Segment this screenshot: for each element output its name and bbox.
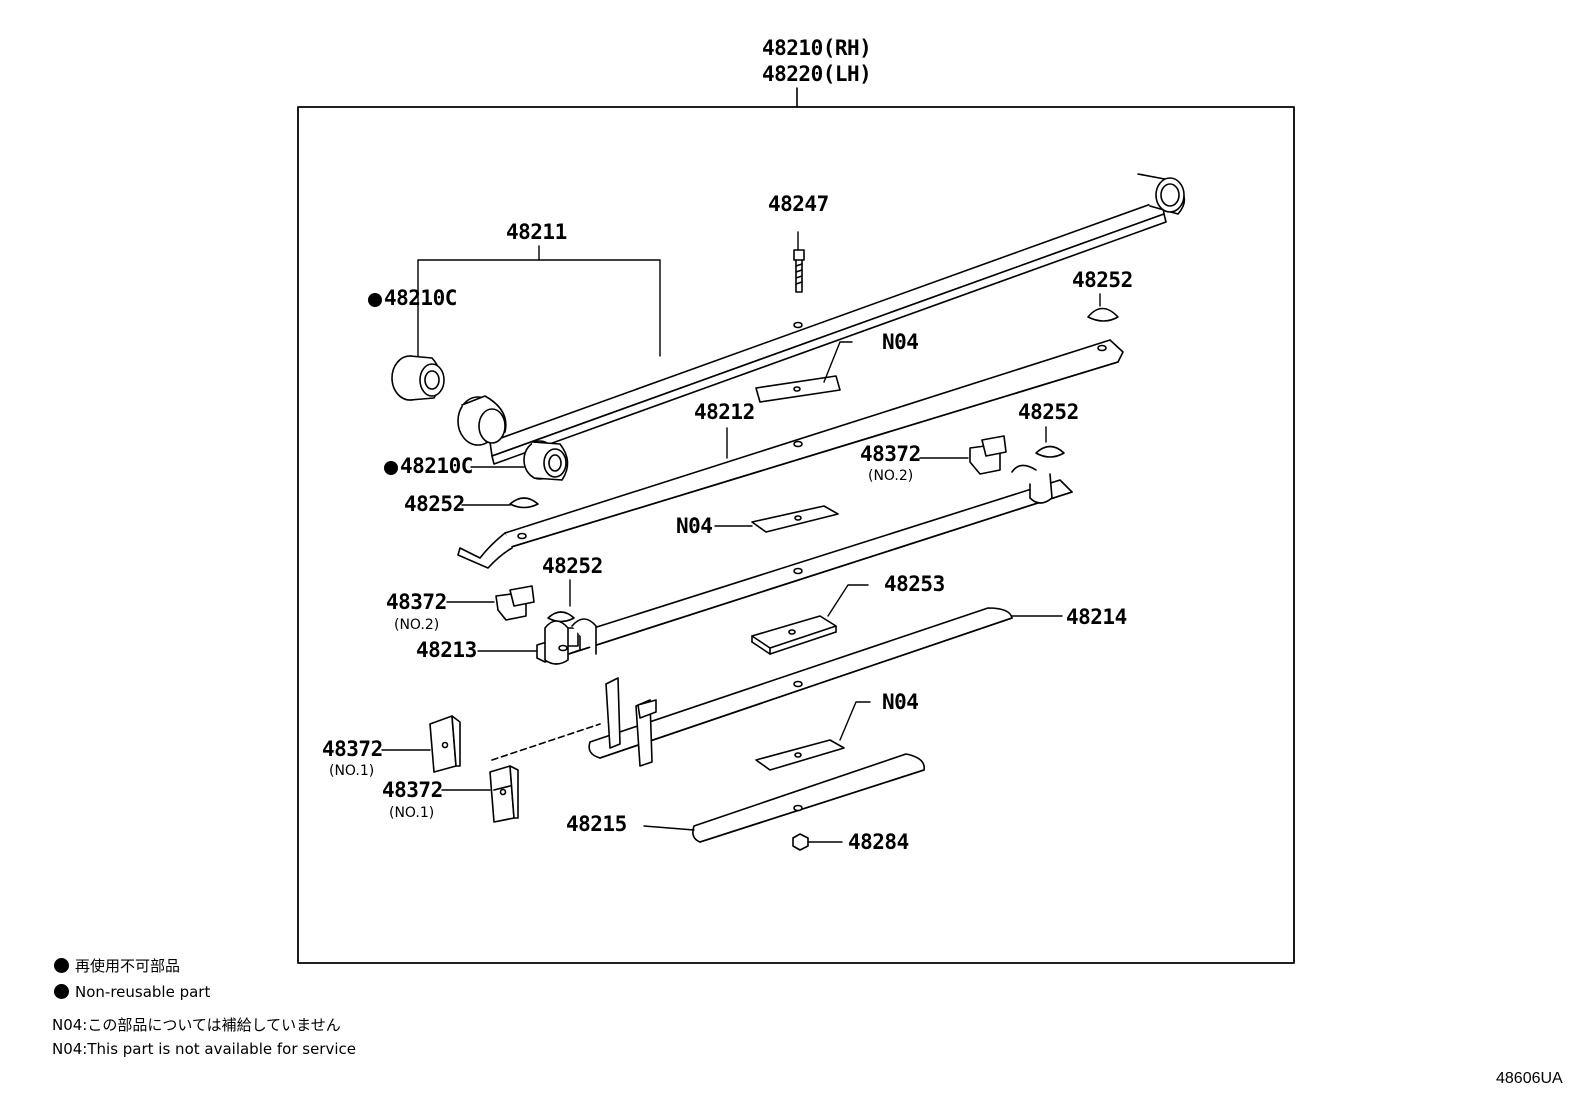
leaf-48214 — [588, 607, 1013, 767]
callout-48210c-b-label: 48210C — [400, 454, 473, 478]
cap-48252-c — [1035, 445, 1065, 458]
callout-48372-no1-a-sub: (NO.1) — [329, 763, 375, 779]
callout-48212: 48212 — [694, 400, 755, 424]
callout-n04-c: N04 — [882, 690, 919, 714]
leaf-48212 — [457, 339, 1124, 569]
center-bolt-48247 — [793, 249, 805, 293]
callout-48215: 48215 — [566, 812, 627, 836]
callout-48284: 48284 — [848, 830, 909, 854]
clip-48372-no2-b — [495, 585, 535, 621]
bushing-48210c-a — [391, 355, 445, 401]
leaf-48213 — [536, 464, 1073, 665]
callout-48372-no2-a: 48372 — [860, 442, 921, 466]
legend-nonreusable-ja-text: 再使用不可部品 — [75, 957, 181, 975]
legend-nonreusable-en-text: Non-reusable part — [75, 983, 211, 1001]
clip-48372-no2-a — [969, 435, 1007, 475]
leader-lines — [381, 231, 1101, 843]
spacer-48253 — [751, 615, 837, 655]
assembly-number-lh: 48220(LH) — [762, 62, 872, 86]
callout-48252-a: 48252 — [1072, 268, 1133, 292]
callout-48372-no1-a: 48372 — [322, 737, 383, 761]
callout-48252-b: 48252 — [404, 492, 465, 516]
legend-nonreusable-ja: 再使用不可部品 — [54, 958, 180, 974]
callout-48210c-a-label: 48210C — [384, 286, 457, 310]
callout-48372-no1-b: 48372 — [382, 778, 443, 802]
non-reusable-dot-icon — [384, 461, 398, 475]
callout-48372-no2-b-sub: (NO.2) — [394, 617, 440, 633]
callout-48252-c: 48252 — [1018, 400, 1079, 424]
non-reusable-dot-icon — [368, 293, 382, 307]
non-reusable-dot-icon — [54, 958, 69, 973]
diagram-code: 48606UA — [1496, 1070, 1563, 1087]
callout-n04-b: N04 — [676, 514, 713, 538]
callout-48214: 48214 — [1066, 605, 1127, 629]
callout-n04-a: N04 — [882, 330, 919, 354]
assembly-number-rh: 48210(RH) — [762, 36, 872, 60]
legend-n04-ja: N04:この部品については補給していません — [52, 1016, 341, 1034]
legend-nonreusable-en: Non-reusable part — [54, 984, 210, 1000]
clip-48372-no1-a — [429, 715, 461, 773]
main-leaf-48211 — [457, 173, 1186, 465]
callout-48253: 48253 — [884, 572, 945, 596]
clip-48372-no1-b — [489, 765, 519, 823]
bushing-48210c-b — [523, 440, 569, 481]
leaf-48215 — [692, 753, 925, 843]
cap-48252-d — [547, 611, 575, 623]
callout-48372-no2-b: 48372 — [386, 590, 447, 614]
callout-48210c-b: 48210C — [384, 456, 473, 477]
callout-48213: 48213 — [416, 638, 477, 662]
callout-48372-no1-b-sub: (NO.1) — [389, 805, 435, 821]
assembly-frame — [297, 106, 1295, 964]
callout-48372-no2-a-sub: (NO.2) — [868, 468, 914, 484]
clip-reference-dashed-line — [491, 723, 601, 761]
legend-n04-en: N04:This part is not available for servi… — [52, 1040, 356, 1058]
non-reusable-dot-icon — [54, 984, 69, 999]
nut-48284 — [792, 833, 809, 851]
cap-48252-b — [509, 497, 539, 509]
callout-48252-d: 48252 — [542, 554, 603, 578]
callout-48210c-a: 48210C — [368, 288, 457, 309]
callout-48211: 48211 — [506, 220, 567, 244]
callout-48247: 48247 — [768, 192, 829, 216]
cap-48252-a — [1087, 307, 1119, 322]
